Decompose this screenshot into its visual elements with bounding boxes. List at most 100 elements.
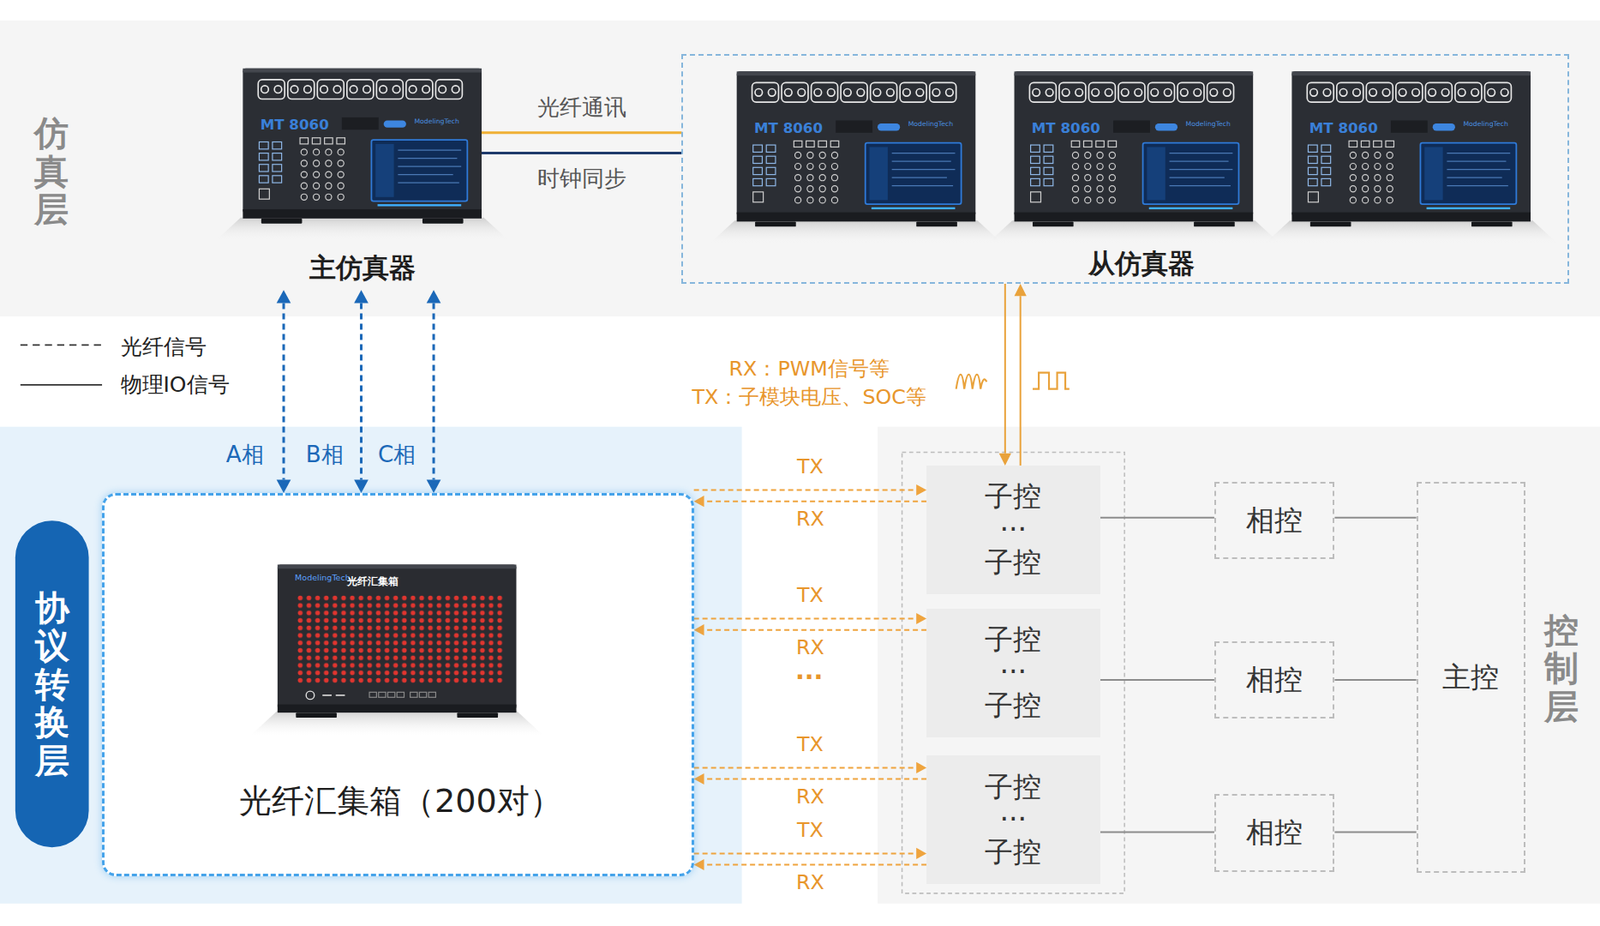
- brand-logo: ModelingTech: [1462, 120, 1508, 129]
- sub-controller-box: 子控···子控: [926, 465, 1100, 594]
- connector: [1334, 678, 1416, 680]
- connector: [276, 289, 292, 493]
- device-model-name: MT 8060: [260, 117, 330, 134]
- simulation-band: [0, 20, 1600, 317]
- connector-line: [694, 617, 917, 620]
- fiber-hub-illustration: [251, 710, 544, 736]
- arrow-head: [276, 479, 292, 493]
- node-label: ···: [999, 802, 1027, 836]
- connector-line: [1334, 830, 1416, 833]
- node-label: 主仿真器: [309, 252, 416, 284]
- connector-line: [1004, 283, 1007, 454]
- connector-label: TX: [797, 584, 824, 608]
- slave-simulator-illustration: [1264, 71, 1558, 243]
- connector-line: [1334, 516, 1416, 519]
- connector-line: [694, 489, 917, 492]
- node-label: 子控: [984, 770, 1042, 803]
- node-label: 光纤汇集箱（200对）: [239, 782, 563, 821]
- fiber-hub-box: 光纤汇集箱（200对）: [101, 492, 695, 876]
- connector-label: RX: [796, 635, 825, 660]
- slave-simulator-illustration: [710, 71, 1003, 243]
- connector: [694, 612, 927, 624]
- connector-line: [1100, 830, 1215, 833]
- arrow-head: [916, 484, 927, 496]
- brand-logo: ModelingTech: [413, 117, 459, 126]
- node-label: 相控: [1246, 663, 1303, 696]
- node-label: ···: [999, 655, 1027, 689]
- connector-line: [1100, 678, 1215, 681]
- connector: [1100, 831, 1215, 833]
- node-label: 相控: [1246, 815, 1303, 849]
- connector-line: [1334, 678, 1416, 681]
- arrow-head: [426, 479, 442, 493]
- sub-controller-box: 子控···子控: [926, 755, 1100, 884]
- connector: [1334, 831, 1416, 833]
- connector-line: [694, 766, 917, 768]
- ellipsis-mark: ···: [795, 662, 824, 691]
- connector: [694, 761, 927, 774]
- fiber-hub-illustration: [322, 694, 332, 696]
- legend-sample: [20, 344, 102, 347]
- arrow-head: [353, 289, 369, 303]
- hub-ground: [101, 492, 695, 876]
- arrow-head: [999, 453, 1012, 466]
- connector: [1334, 516, 1416, 518]
- fiber-hub-illustration: [369, 691, 436, 697]
- node-label: 子控: [984, 623, 1042, 656]
- fiber-hub-illustration: [456, 712, 498, 718]
- layer-pill: [15, 520, 90, 847]
- connector-line: [704, 629, 928, 631]
- main-controller-box: 主控: [1416, 481, 1526, 873]
- layer-title: 控制层: [1544, 611, 1579, 726]
- legend-text: 光纤信号: [120, 334, 207, 360]
- layer-title: 协议转换层: [34, 587, 69, 780]
- connector-line: [694, 851, 917, 854]
- signal-note: TX：子模块电压、SOC等: [692, 386, 927, 410]
- connector-line: [704, 500, 928, 503]
- connector-label: RX: [796, 870, 825, 894]
- arrow-head: [1014, 283, 1027, 296]
- node-label: 子控: [984, 689, 1042, 722]
- connector: [999, 283, 1027, 466]
- connector: [694, 484, 927, 496]
- arrow-head: [694, 858, 705, 870]
- fiber-hub-illustration: [428, 691, 436, 697]
- fiber-hub-illustration: [251, 563, 544, 735]
- waveform-symbol: [956, 374, 988, 390]
- connector-label: 时钟同步: [537, 165, 627, 192]
- connector-label: TX: [797, 733, 824, 757]
- connector: [694, 773, 927, 785]
- protocol-band: [0, 426, 743, 904]
- connector: [1100, 516, 1215, 518]
- device-model-name: MT 8060: [754, 119, 823, 137]
- arrow-head: [916, 847, 927, 859]
- connector-line: [1100, 516, 1215, 519]
- fiber-hub-illustration: [387, 691, 395, 697]
- device-model-name: MT 8060: [1309, 119, 1379, 137]
- layer-band: 仿真层主仿真器 从仿真器: [0, 20, 1600, 317]
- fiber-hub-illustration: [335, 694, 346, 696]
- connector-label: TX: [797, 819, 824, 843]
- fiber-hub-illustration: [305, 690, 315, 700]
- device-model-name: MT 8060: [1031, 119, 1101, 137]
- connector: [694, 858, 927, 870]
- fiber-hub-illustration: [419, 691, 426, 697]
- connector: [353, 289, 369, 493]
- connector-line: [432, 303, 436, 480]
- node-label: 从仿真器: [1088, 248, 1195, 280]
- fiber-hub-illustration: [396, 691, 404, 697]
- device-panel-name: 光纤汇集箱: [347, 575, 399, 588]
- legend-text: 物理IO信号: [120, 372, 230, 398]
- arrow-head: [916, 612, 927, 624]
- brand-logo: ModelingTech: [294, 572, 351, 582]
- connector-line: [481, 151, 682, 155]
- phase-controller-box: 相控: [1214, 641, 1336, 719]
- layer-title: 仿真层: [33, 113, 68, 229]
- connector-line: [359, 303, 363, 480]
- fiber-hub-illustration: [277, 563, 517, 569]
- legend-sample: [20, 383, 102, 386]
- simulator-device: 主仿真器: [242, 63, 482, 290]
- arrow-head: [276, 289, 292, 303]
- fiber-hub-illustration: [295, 712, 337, 718]
